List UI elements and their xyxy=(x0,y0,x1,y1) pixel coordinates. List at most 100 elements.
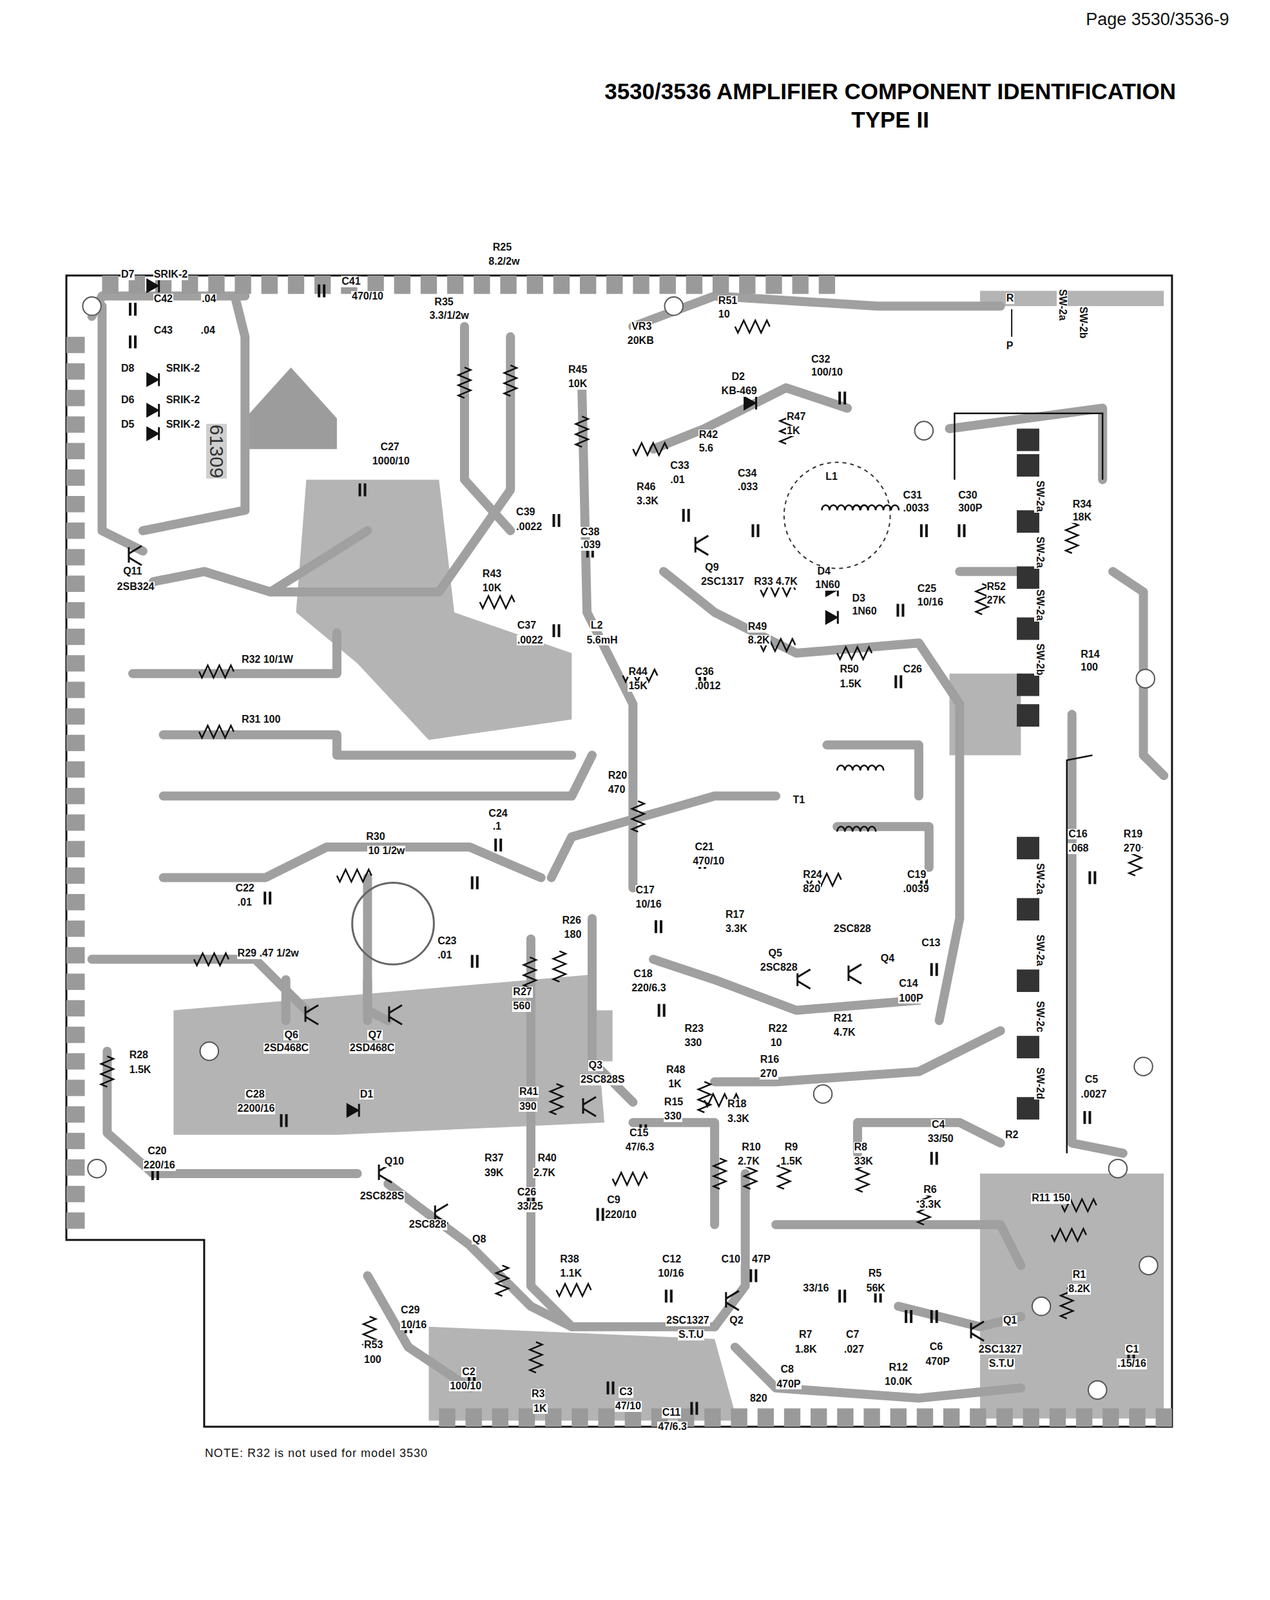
capacitor-symbol xyxy=(959,524,965,538)
component-symbols xyxy=(101,279,1142,1416)
edge-finger xyxy=(66,681,86,698)
mounting-hole xyxy=(914,421,934,441)
component-label: R27 xyxy=(512,987,533,999)
component-label: 2SC828 xyxy=(759,962,799,974)
component-label: C18 xyxy=(632,969,653,981)
component-label: 1N60 xyxy=(814,579,841,591)
component-label: C31 xyxy=(902,490,923,502)
component-label: C22 xyxy=(234,883,255,895)
diode-symbol xyxy=(826,611,838,625)
component-label: Q8 xyxy=(471,1234,487,1246)
transistor-symbol xyxy=(797,969,811,990)
capacitor-plate xyxy=(1093,871,1097,885)
component-label: 2SC828S xyxy=(359,1191,406,1203)
capacitor-plate xyxy=(1083,1111,1086,1125)
mounting-hole xyxy=(87,1159,107,1179)
component-label: 470/10 xyxy=(351,291,385,303)
capacitor-plate xyxy=(134,335,137,349)
component-label: Q6 xyxy=(283,1030,299,1042)
copper-fills xyxy=(173,291,1164,1422)
transistor-symbol xyxy=(726,1291,740,1311)
component-label: R38 xyxy=(559,1254,580,1266)
resistor-symbol xyxy=(632,801,645,833)
trace xyxy=(551,796,777,879)
component-label: 470P xyxy=(775,1379,801,1391)
component-label: R14 xyxy=(1079,649,1100,661)
component-label: R40 xyxy=(536,1153,557,1165)
switch-pad xyxy=(1016,454,1040,477)
component-label: R49 xyxy=(747,621,768,633)
mounting-hole xyxy=(1088,1381,1107,1401)
component-label: R21 xyxy=(833,1013,854,1025)
copper-fill xyxy=(551,1010,613,1062)
component-label: R30 xyxy=(365,831,386,843)
component-label: C15 xyxy=(628,1128,649,1140)
component-label: 3.3K xyxy=(724,923,749,935)
trace xyxy=(281,980,291,1021)
component-label: R17 xyxy=(724,909,745,921)
component-label: R33 4.7K xyxy=(753,576,799,588)
capacitor-plate xyxy=(901,603,905,617)
trace xyxy=(663,571,960,705)
component-label: C21 xyxy=(693,842,714,854)
capacitor-plate xyxy=(695,1402,698,1415)
component-label: 5.6 xyxy=(698,443,714,455)
capacitor-plate xyxy=(930,963,934,977)
inductor-symbol xyxy=(837,765,884,771)
switch-label: SW-2a xyxy=(1034,934,1046,968)
edge-finger xyxy=(66,389,86,406)
component-label: .01 xyxy=(436,950,453,962)
capacitor-plate xyxy=(754,1270,758,1283)
edge-finger xyxy=(1155,1408,1173,1428)
trace xyxy=(362,980,372,1021)
component-label: C6 xyxy=(929,1342,944,1354)
capacitor-plate xyxy=(606,1382,609,1396)
edge-finger xyxy=(66,522,86,539)
trace xyxy=(464,326,511,531)
transistor-symbol xyxy=(389,1005,403,1025)
component-label: 10 xyxy=(769,1038,783,1049)
capacitor-plate xyxy=(896,603,899,617)
component-label: 33/16 xyxy=(802,1283,830,1295)
component-label: .068 xyxy=(1067,843,1089,855)
capacitor-symbol xyxy=(1089,871,1095,885)
edge-finger xyxy=(553,275,570,295)
edge-finger xyxy=(66,1000,86,1017)
edge-finger xyxy=(1049,1408,1066,1428)
trace xyxy=(367,878,388,1022)
trace xyxy=(857,1123,1001,1155)
edge-finger xyxy=(730,1408,747,1428)
capacitor-symbol xyxy=(839,1289,845,1303)
component-label: SRIK-2 xyxy=(165,394,201,406)
component-label: R xyxy=(1005,293,1015,305)
component-label: T1 xyxy=(791,795,806,807)
capacitor-plate xyxy=(1088,871,1091,885)
capacitor-plate xyxy=(664,1289,668,1303)
capacitor-symbol xyxy=(895,675,901,689)
capacitor-plate xyxy=(279,1114,283,1128)
component-label: C34 xyxy=(737,468,758,480)
component-label: 4.7K xyxy=(833,1027,857,1039)
capacitor-plate xyxy=(930,1310,934,1324)
capacitor-plate xyxy=(899,675,903,689)
edge-finger xyxy=(66,1106,86,1123)
capacitor-plate xyxy=(128,302,132,316)
capacitor-symbol xyxy=(1084,1111,1090,1125)
trace xyxy=(270,336,511,593)
component-label: .033 xyxy=(737,481,759,493)
edge-finger xyxy=(66,735,86,752)
trace xyxy=(106,1051,357,1174)
component-label: R10 xyxy=(740,1142,761,1154)
component-label: D7 xyxy=(120,269,135,281)
component-label: .04 xyxy=(201,293,217,305)
component-label: R46 xyxy=(635,481,656,493)
edge-finger xyxy=(996,1408,1013,1428)
resistor-symbol xyxy=(837,647,872,660)
mounting-hole xyxy=(1108,1159,1128,1179)
component-label: R31 100 xyxy=(240,714,282,726)
component-label: C20 xyxy=(146,1146,167,1158)
component-label: 270 xyxy=(759,1068,779,1080)
component-label: 47/6.3 xyxy=(657,1422,687,1434)
component-label: 2SD468C xyxy=(263,1043,310,1055)
